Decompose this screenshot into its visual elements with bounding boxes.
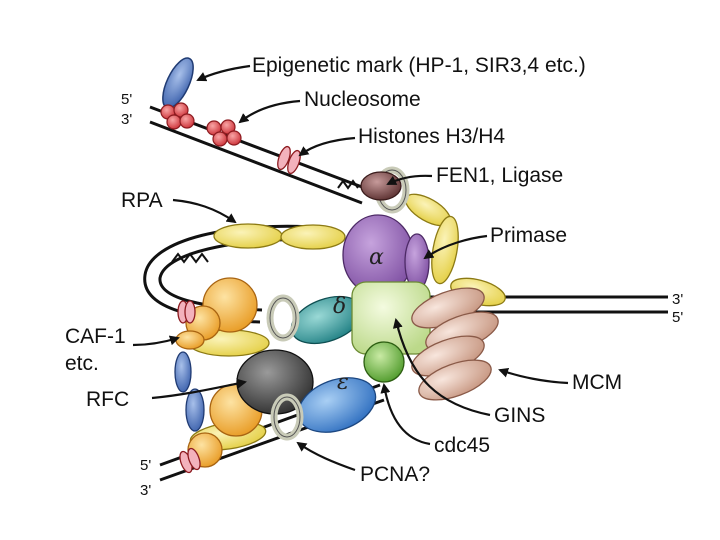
end-right-3: 3' <box>672 291 683 308</box>
label-rpa: RPA <box>121 189 163 212</box>
arrow-epigenetic <box>196 64 251 82</box>
label-rfc: RFC <box>86 388 129 411</box>
cdc45 <box>363 341 405 383</box>
arrow-pcna <box>296 441 356 472</box>
arrow-rfc <box>151 378 247 400</box>
label-caf1-etc: etc. <box>65 352 99 375</box>
end-top-left-5: 5' <box>121 91 132 108</box>
arrow-fen1 <box>386 174 433 185</box>
histones-h3-h4 <box>277 145 301 175</box>
label-pcna: PCNA? <box>360 463 430 486</box>
okazaki-zigzag <box>337 179 359 190</box>
labels: Epigenetic mark (HP-1, SIR3,4 etc.) Nucl… <box>65 54 622 486</box>
label-arrows <box>132 64 569 472</box>
arrow-mcm <box>498 367 569 385</box>
arrow-gins <box>392 318 491 417</box>
arrow-primase <box>423 234 488 260</box>
rfc-blue-subunits <box>174 351 205 432</box>
label-primase: Primase <box>490 224 567 247</box>
end-bottom-left-5: 5' <box>140 457 151 474</box>
label-nucleosome: Nucleosome <box>304 88 421 111</box>
mcm-complex <box>411 287 499 401</box>
label-caf1: CAF-1 <box>65 325 126 348</box>
label-epigenetic-mark: Epigenetic mark (HP-1, SIR3,4 etc.) <box>252 54 586 77</box>
arrow-cdc45 <box>380 383 431 446</box>
lagging-primer-zigzag <box>171 252 209 264</box>
pol-alpha-symbol: α <box>369 245 384 270</box>
fen1-ligase <box>360 171 402 201</box>
arrow-nucleosome <box>238 99 301 124</box>
label-fen1-ligase: FEN1, Ligase <box>436 164 563 187</box>
label-mcm: MCM <box>572 371 622 394</box>
histone-rings-lower <box>177 300 201 474</box>
label-cdc45: cdc45 <box>434 434 490 457</box>
pol-alpha <box>342 214 430 296</box>
pol-epsilon-symbol: ε <box>337 370 349 395</box>
end-right-5: 5' <box>672 309 683 326</box>
top-strand-lower <box>149 120 363 205</box>
label-gins: GINS <box>494 404 545 427</box>
arrow-histones <box>298 136 356 157</box>
end-top-left-3: 3' <box>121 111 132 128</box>
nucleosome-1 <box>160 102 195 130</box>
label-histones: Histones H3/H4 <box>358 125 505 148</box>
nucleosome-2 <box>206 119 242 147</box>
strand-ends: 5' 3' 3' 5' 5' 3' <box>121 91 683 499</box>
pol-delta-symbol: δ <box>333 294 346 319</box>
end-bottom-left-3: 3' <box>140 482 151 499</box>
arrow-caf1 <box>132 335 180 347</box>
arrow-rpa <box>172 198 237 224</box>
